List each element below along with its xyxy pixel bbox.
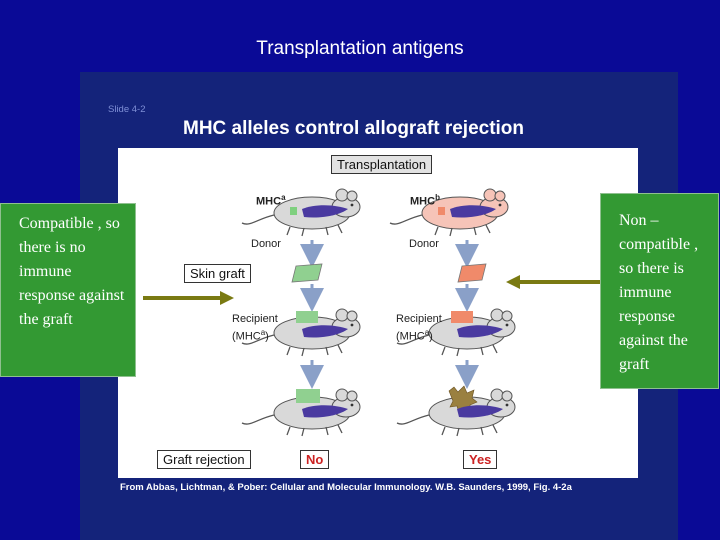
yes-box: Yes [463, 450, 497, 469]
outcome-mouse-rejected [397, 386, 515, 436]
note-compatible: Compatible , so there is no immune respo… [0, 203, 136, 377]
green-graft-on-back [296, 311, 318, 323]
left-arrow-icon [506, 275, 600, 289]
green-graft-spot [290, 207, 297, 215]
donor-label-right: Donor [409, 238, 439, 251]
recipient-label-left: Recipient(MHCa) [232, 313, 278, 344]
figure-credit: From Abbas, Lichtman, & Pober: Cellular … [120, 482, 572, 493]
mhc-a-label: MHCa [256, 191, 286, 209]
salmon-graft-on-back [451, 311, 473, 323]
skin-graft-box: Skin graft [184, 264, 251, 283]
graft-rejection-box: Graft rejection [157, 450, 251, 469]
green-skin-graft [292, 264, 322, 282]
no-box: No [300, 450, 329, 469]
right-arrow-icon [143, 291, 234, 305]
note-non-compatible: Non – compatible , so there is immune re… [600, 193, 719, 389]
donor-label-left: Donor [251, 238, 281, 251]
donor-mouse-b [390, 189, 508, 236]
recipient-label-right: Recipient(MHCa) [396, 313, 442, 344]
salmon-skin-graft [458, 264, 486, 282]
mhc-b-label: MHCb [410, 191, 440, 209]
accepted-graft [296, 389, 320, 403]
transplantation-box: Transplantation [331, 155, 432, 174]
outcome-mouse-accepted [242, 389, 360, 436]
